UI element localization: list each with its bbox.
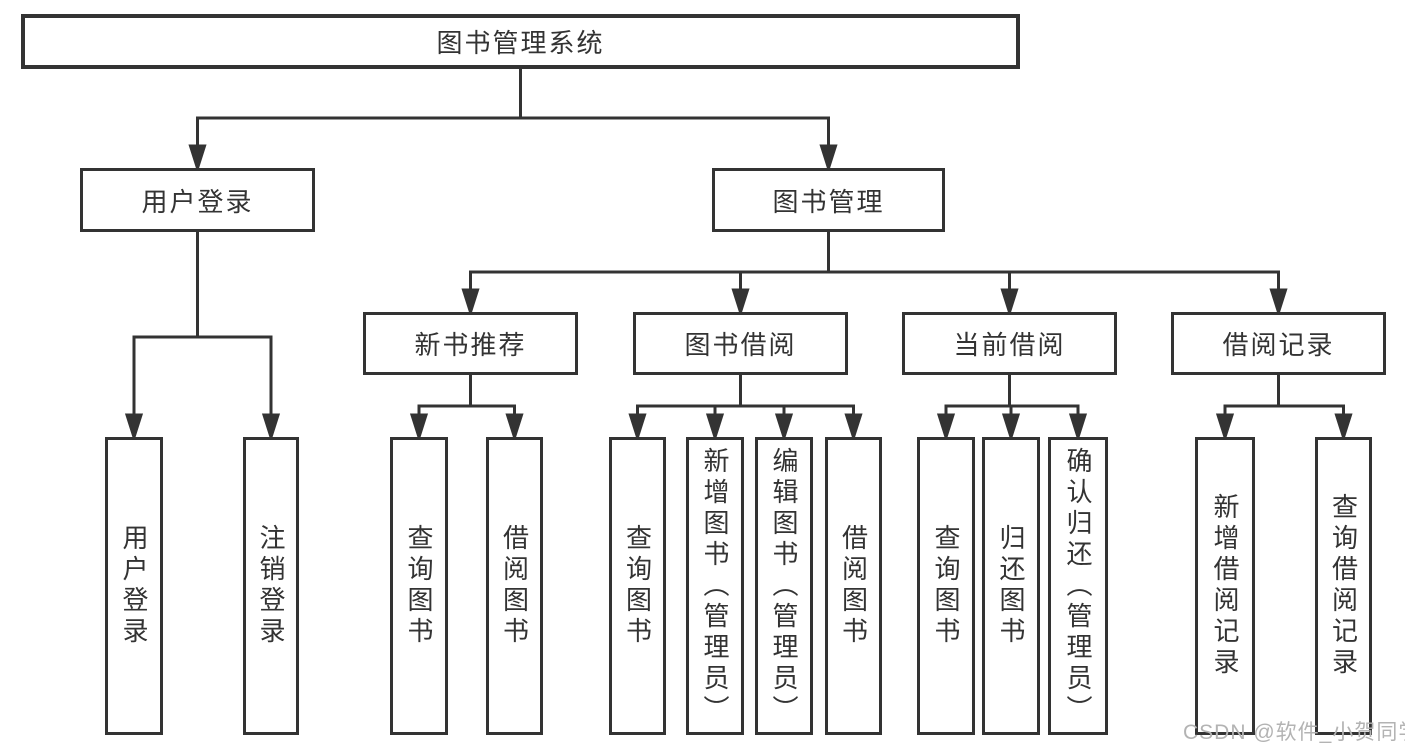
node-query-books-borrow: 查询图书 <box>609 437 666 735</box>
node-query-books-current: 查询图书 <box>917 437 975 735</box>
node-query-books-recommend: 查询图书 <box>390 437 448 735</box>
node-confirm-return-admin: 确认归还（管理员） <box>1048 437 1108 735</box>
node-current-borrowing: 当前借阅 <box>902 312 1117 375</box>
node-add-borrow-record: 新增借阅记录 <box>1195 437 1255 735</box>
node-borrow-books-recommend: 借阅图书 <box>486 437 543 735</box>
watermark: CSDN @软件_小贺同学 <box>1183 721 1405 744</box>
node-book-borrowing: 图书借阅 <box>633 312 848 375</box>
node-logout: 注销登录 <box>243 437 299 735</box>
node-borrowing-records: 借阅记录 <box>1171 312 1386 375</box>
node-return-books: 归还图书 <box>982 437 1040 735</box>
node-new-book-recommend: 新书推荐 <box>363 312 578 375</box>
node-user-login: 用户登录 <box>80 168 315 232</box>
node-book-management-system: 图书管理系统 <box>21 14 1020 69</box>
node-add-book-admin: 新增图书（管理员） <box>686 437 744 735</box>
node-book-management: 图书管理 <box>712 168 945 232</box>
node-query-borrow-record: 查询借阅记录 <box>1315 437 1372 735</box>
node-edit-book-admin: 编辑图书（管理员） <box>755 437 813 735</box>
node-user-login-leaf: 用户登录 <box>105 437 163 735</box>
node-borrow-books-borrow: 借阅图书 <box>825 437 882 735</box>
